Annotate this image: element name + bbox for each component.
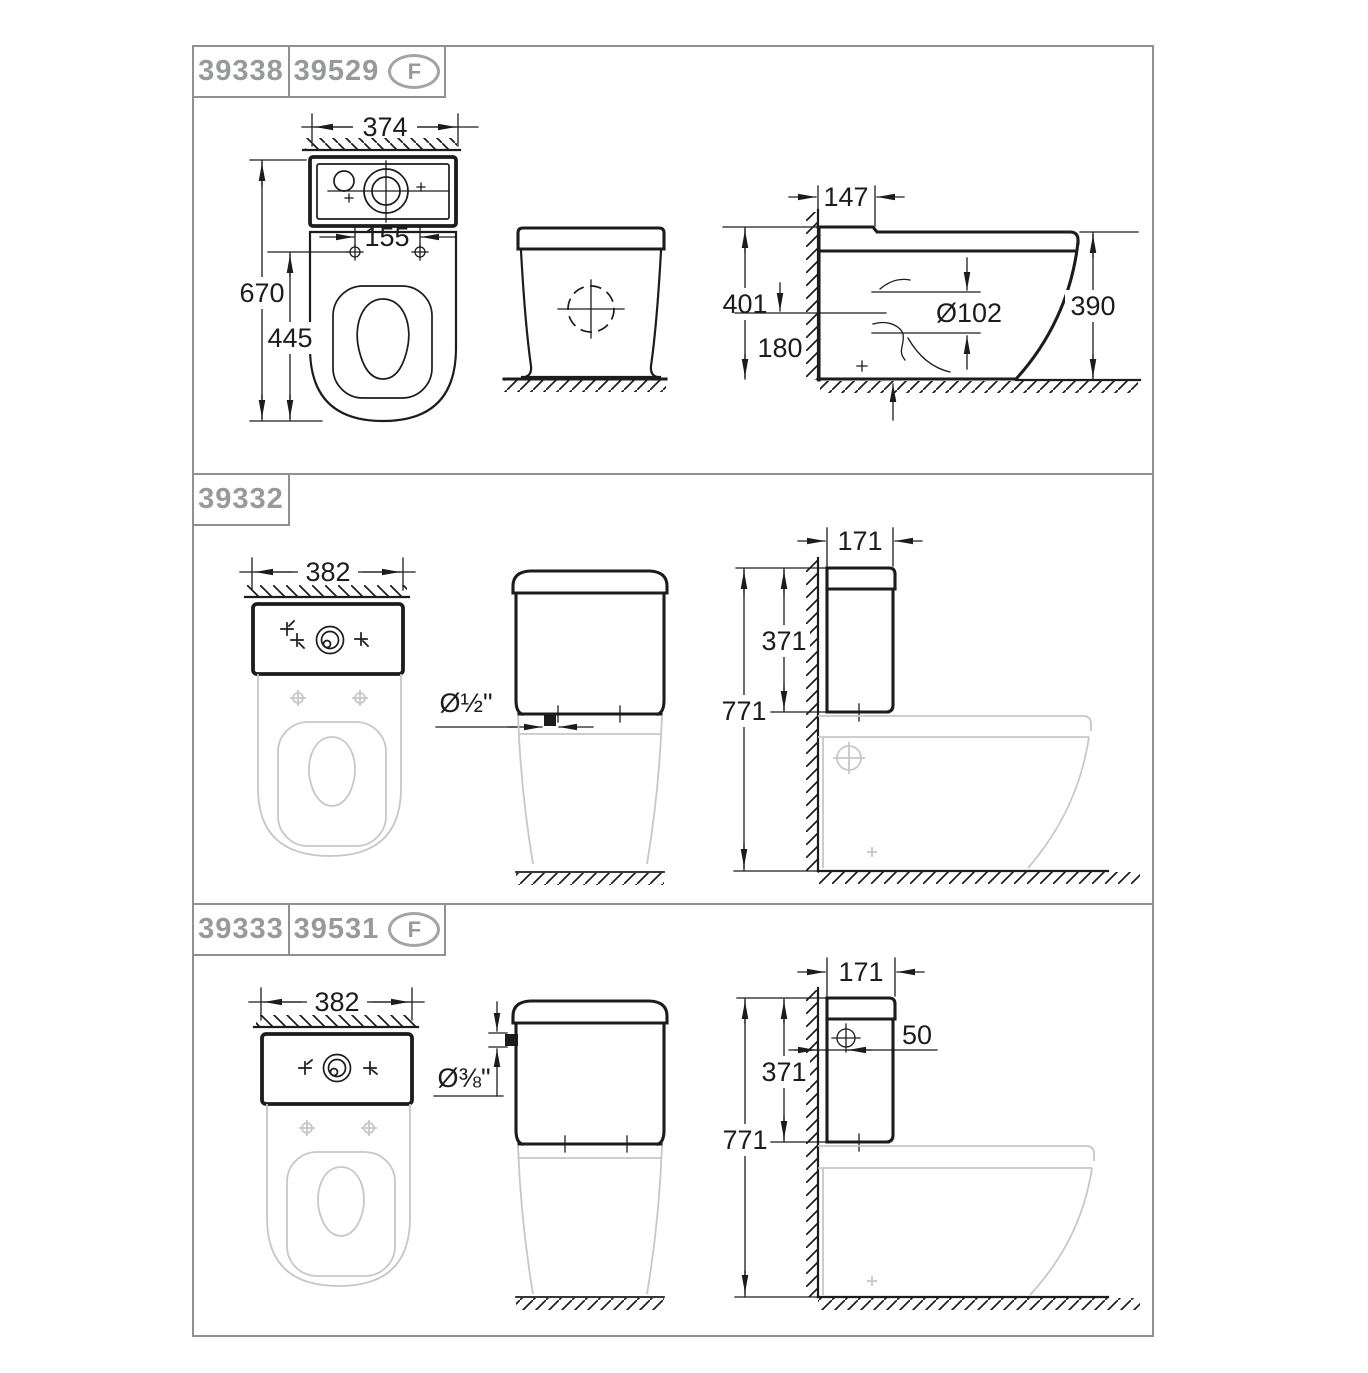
panel-cistern-side-inlet: 39333 39531 F 382	[192, 903, 1154, 1337]
product-code-secondary-label: 39531	[293, 913, 380, 945]
dim-total-height: 771	[721, 696, 766, 726]
cistern-top-view: 382	[248, 987, 425, 1287]
dim-tank-height: 371	[761, 626, 806, 656]
dim-width-top: 382	[314, 987, 359, 1017]
dim-depth: 171	[838, 957, 883, 987]
product-code-primary: 39333	[192, 903, 290, 956]
wc-side-view: 147 401 180	[717, 182, 1142, 421]
wc-top-view: 374 155	[236, 112, 479, 423]
panel1-drawing: 374 155	[236, 112, 1142, 423]
dim-wall-offset: 147	[823, 182, 868, 212]
panel3-drawing: 382	[248, 957, 1140, 1310]
panel2-drawing: 382	[239, 526, 1140, 885]
dim-height-front: 390	[1070, 291, 1115, 321]
cistern-front-view: Ø⅜"	[433, 999, 669, 1310]
dim-tank-height: 371	[761, 1057, 806, 1087]
dim-width-top: 374	[362, 112, 407, 142]
product-code-box: 39338 39529 F	[192, 45, 446, 98]
panel-cistern-bottom-inlet: 39332 382	[192, 473, 1154, 905]
cistern-side-view: 171 50	[717, 957, 1140, 1310]
dim-outlet-diameter: Ø102	[936, 298, 1002, 328]
product-code-primary: 39338	[192, 45, 290, 98]
dim-total-height: 771	[722, 1125, 767, 1155]
cistern-side-view: 171 371	[716, 526, 1140, 884]
dim-depth: 171	[837, 526, 882, 556]
product-code-primary: 39332	[192, 473, 290, 526]
product-code-secondary: 39531 F	[288, 903, 446, 956]
wc-rear-view	[502, 226, 668, 392]
dim-width-top: 382	[305, 557, 350, 587]
cistern-front-view: Ø½"	[435, 569, 669, 885]
dim-length: 670	[239, 278, 284, 308]
dim-inlet-offset: 50	[902, 1020, 932, 1050]
product-code-box: 39333 39531 F	[192, 903, 446, 956]
cistern-top-view: 382	[239, 557, 416, 857]
product-code-secondary: 39529 F	[288, 45, 446, 98]
product-code-secondary-label: 39529	[293, 55, 380, 87]
inlet-size-label: Ø½"	[439, 688, 492, 718]
f-badge: F	[388, 54, 441, 89]
dim-seat-depth: 445	[267, 323, 312, 353]
product-code-box: 39332	[192, 473, 290, 526]
dim-hole-spacing: 155	[364, 222, 409, 252]
dim-outlet-height: 180	[757, 333, 802, 363]
inlet-size-label: Ø⅜"	[437, 1063, 490, 1093]
panel-close-coupled-wc: 39338 39529 F 374	[192, 45, 1154, 475]
dim-height-back: 401	[722, 289, 767, 319]
f-badge: F	[388, 912, 441, 947]
